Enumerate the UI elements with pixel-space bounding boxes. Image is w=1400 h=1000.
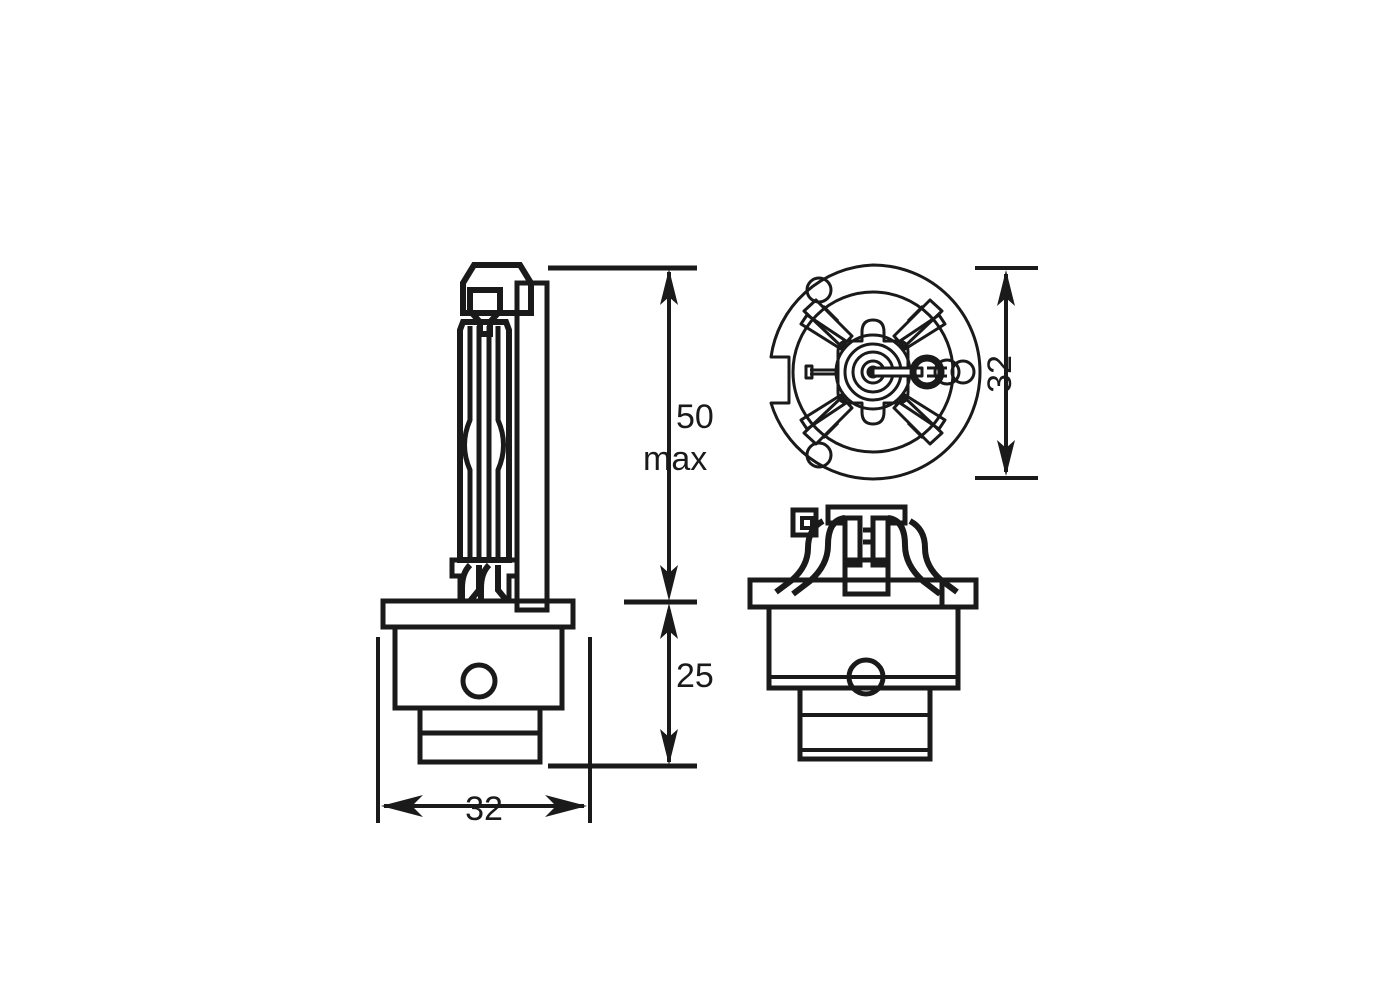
base-locator-hole xyxy=(460,662,498,700)
retaining-clip xyxy=(825,504,908,568)
base-outer-disc xyxy=(769,263,982,481)
base-electrode-lead xyxy=(804,354,961,390)
dimension-group-top-view xyxy=(975,266,1038,480)
dimension-height-total xyxy=(660,269,678,601)
outer-shroud-strip xyxy=(514,280,550,613)
base-top-view xyxy=(769,263,982,481)
contact-barrel xyxy=(417,705,543,765)
dimension-label-height-total-qualifier: max xyxy=(643,440,707,478)
base-collar-flange xyxy=(380,598,576,630)
dimension-label-base-height: 25 xyxy=(676,657,714,695)
dimension-label-base-diameter: 32 xyxy=(981,355,1019,393)
dimension-label-base-width: 32 xyxy=(465,790,503,828)
contact-barrel-right xyxy=(797,685,933,762)
side-view-left xyxy=(380,262,576,765)
base-body-right xyxy=(766,604,961,691)
support-arms xyxy=(774,507,959,597)
center-column xyxy=(842,557,891,597)
dimension-base-height xyxy=(660,603,678,765)
dimension-base-diameter xyxy=(997,270,1015,476)
base-body xyxy=(392,624,565,711)
side-view-right xyxy=(747,504,979,762)
dimension-base-width xyxy=(376,637,592,823)
dimension-label-height-total-value: 50 xyxy=(676,398,714,436)
base-spider-vanes xyxy=(799,298,947,446)
mount-bracket xyxy=(449,557,520,604)
arc-tube-inner-walls xyxy=(462,326,506,560)
base-locator-hole-right xyxy=(846,657,886,697)
dimension-group-left xyxy=(376,265,697,823)
base-collar-flange-right xyxy=(747,577,979,610)
